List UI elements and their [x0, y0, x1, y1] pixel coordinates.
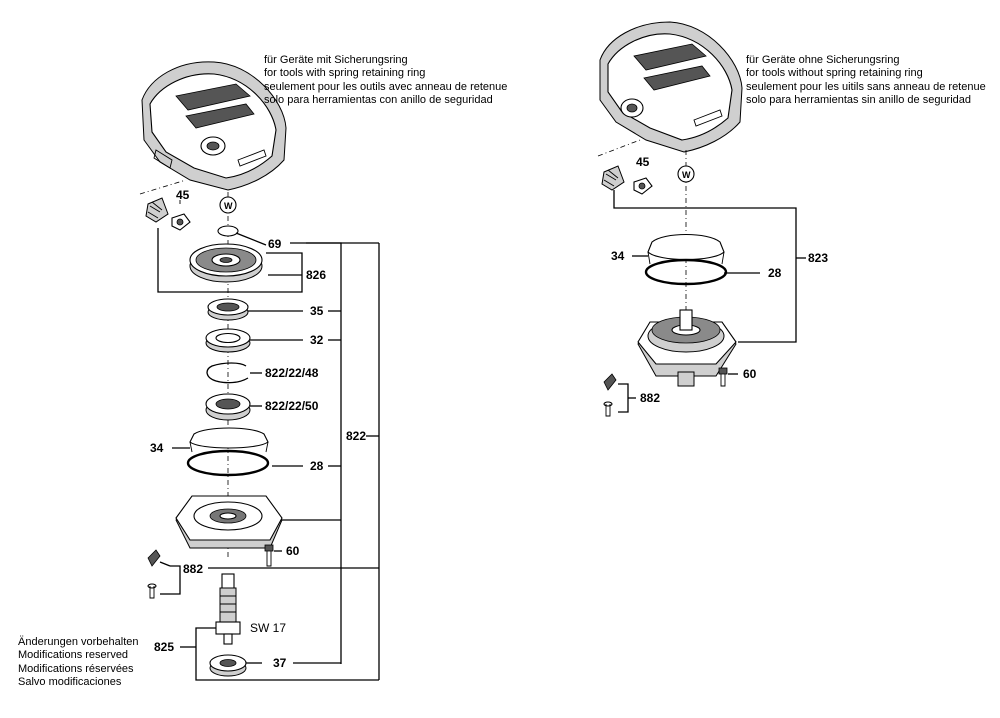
part-822-22-48-circlip — [206, 362, 249, 384]
part-69-ring-left — [217, 225, 239, 237]
part-826-crown-gear — [189, 243, 263, 283]
note-right-de: für Geräte ohne Sicherungsring — [746, 54, 900, 66]
w-marker-right — [677, 165, 695, 183]
label-822-22-50: 822/22/50 — [265, 399, 319, 413]
note-left-de: für Geräte mit Sicherungsring — [264, 54, 408, 66]
note-left-en: for tools with spring retaining ring — [264, 67, 426, 80]
part-822-22-50-bearing — [205, 393, 251, 421]
footer-en: Modifications reserved — [18, 649, 129, 662]
label-37: 37 — [273, 656, 287, 670]
part-34-sleeve-left — [189, 427, 269, 453]
note-left: für Geräte mit Sicherungsring for tools … — [264, 54, 507, 108]
label-34-left: 34 — [150, 441, 164, 455]
footer-note: Änderungen vorbehalten Modifications res… — [18, 636, 138, 690]
part-882-lever-screw-left — [147, 549, 161, 599]
note-right-es: solo para herramientas sin anillo de seg… — [746, 94, 972, 107]
footer-fr: Modifications réservées — [18, 662, 134, 675]
label-69: 69 — [268, 237, 282, 251]
part-35-bearing — [207, 298, 249, 321]
part-60-screw-right — [718, 367, 728, 387]
label-28-left: 28 — [310, 459, 324, 473]
label-34-right: 34 — [611, 249, 625, 263]
part-34-sleeve-right — [647, 234, 725, 265]
label-826: 826 — [306, 268, 326, 282]
part-45-right — [601, 165, 653, 195]
spindle — [215, 573, 241, 645]
label-45-left: 45 — [176, 188, 190, 202]
w-marker-left — [219, 196, 237, 214]
footer-de: Änderungen vorbehalten — [18, 636, 139, 648]
note-left-es: solo para herramientas con anillo de seg… — [264, 94, 493, 107]
label-882-left: 882 — [183, 562, 203, 576]
label-60-right: 60 — [743, 367, 757, 381]
part-60-screw-left — [264, 544, 274, 567]
label-w-right: W — [682, 170, 691, 180]
part-32-ring — [205, 328, 251, 353]
label-w-left: W — [224, 201, 233, 211]
part-882-lever-screw-right — [603, 373, 617, 417]
label-35: 35 — [310, 304, 324, 318]
leader-lines-right — [613, 190, 806, 413]
note-left-fr: seulement pour les outils avec anneau de… — [264, 80, 508, 93]
label-60-left: 60 — [286, 544, 300, 558]
flange-crown-assembly-right — [637, 309, 737, 387]
note-right: für Geräte ohne Sicherungsring for tools… — [746, 54, 986, 108]
label-32: 32 — [310, 333, 324, 347]
label-45-right: 45 — [636, 155, 650, 169]
label-825: 825 — [154, 640, 174, 654]
bearing-flange-left — [175, 495, 283, 549]
gear-housing-right — [599, 21, 743, 153]
label-823: 823 — [808, 251, 828, 265]
part-28-oring-right — [644, 258, 728, 286]
part-45-left — [145, 197, 191, 231]
label-sw17: SW 17 — [250, 621, 286, 635]
note-right-en: for tools without spring retaining ring — [746, 67, 923, 80]
label-822-22-48: 822/22/48 — [265, 366, 319, 380]
leader-lines-left — [157, 200, 380, 681]
part-37-nut — [209, 654, 247, 677]
part-28-oring-left — [186, 449, 270, 477]
note-right-fr: seulement pour les uitils sans anneau de… — [746, 80, 986, 93]
label-28-right: 28 — [768, 266, 782, 280]
label-822: 822 — [346, 429, 366, 443]
footer-es: Salvo modificaciones — [18, 676, 122, 689]
label-882-right: 882 — [640, 391, 660, 405]
gear-housing-left — [141, 61, 287, 191]
